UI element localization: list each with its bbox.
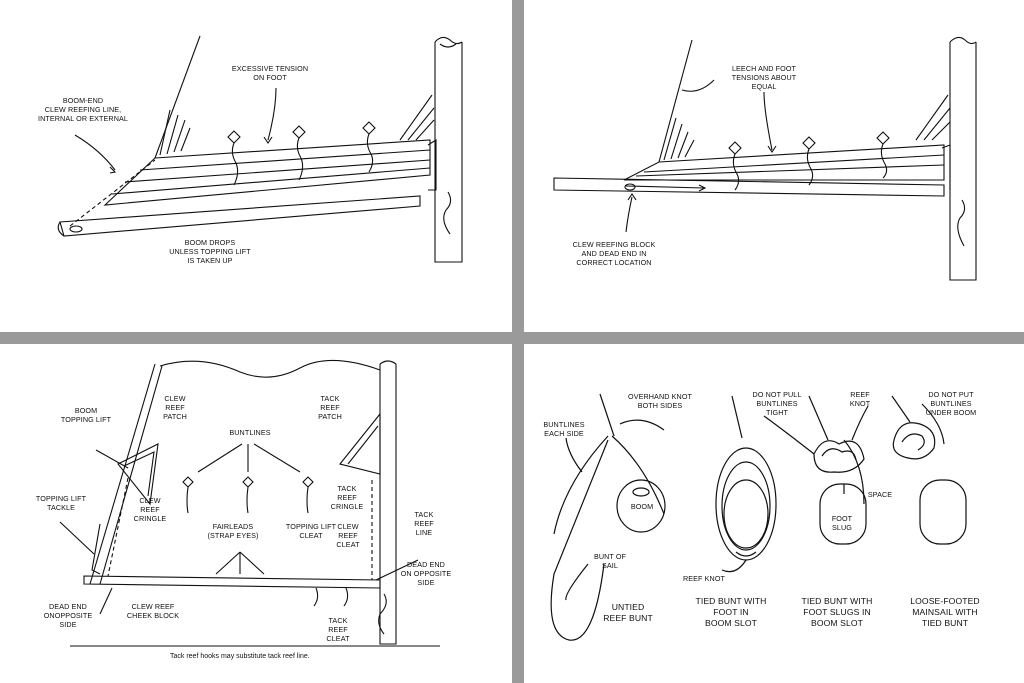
label-bunt-of-sail: BUNT OF SAIL [593,552,627,570]
label-dead-end-right: DEAD END ON OPPOSITE SIDE [400,560,452,587]
caption-tied-bunt-slugs: TIED BUNT WITH FOOT SLUGS IN BOOM SLOT [801,596,873,628]
label-topping-lift-cleat: TOPPING LIFT CLEAT [285,522,337,540]
label-clew-reef-patch: CLEW REEF PATCH [163,394,187,421]
caption-tack-reef-hooks: Tack reef hooks may substitute tack reef… [170,653,310,660]
label-reef-knot-bottom: REEF KNOT [682,574,726,583]
label-fairleads: FAIRLEADS (STRAP EYES) [207,522,259,540]
caption-tied-bunt-foot: TIED BUNT WITH FOOT IN BOOM SLOT [695,596,767,628]
label-tack-reef-patch: TACK REEF PATCH [318,394,342,421]
label-boom: BOOM [630,502,654,511]
label-clew-reefing-block: CLEW REEFING BLOCK AND DEAD END IN CORRE… [572,240,656,267]
label-boom-drops: BOOM DROPS UNLESS TOPPING LIFT IS TAKEN … [169,238,251,265]
equal-tension-drawing [553,36,977,281]
label-topping-lift-tackle: TOPPING LIFT TACKLE [35,494,87,512]
label-leech-foot-tension: LEECH AND FOOT TENSIONS ABOUT EQUAL [731,64,797,91]
label-excessive-tension: EXCESSIVE TENSION ON FOOT [231,64,309,82]
label-foot-slug: FOOT SLUG [831,514,853,532]
label-clew-reef-cringle: CLEW REEF CRINGLE [133,496,167,523]
excessive-tension-drawing [57,35,463,263]
label-tack-reef-cleat: TACK REEF CLEAT [326,616,350,643]
reef-bunt-drawing [550,393,967,641]
panel-excessive-tension: BOOM-END CLEW REEFING LINE, INTERNAL OR … [0,0,512,332]
label-dead-end-left: DEAD END ONOPPOSITE SIDE [43,602,93,629]
label-tack-reef-line: TACK REEF LINE [414,510,434,537]
label-space: SPACE [867,490,893,499]
label-tack-reef-cringle: TACK REEF CRINGLE [330,484,364,511]
panel-reefing-rig: BOOM TOPPING LIFT CLEW REEF PATCH BUNTLI… [0,344,512,683]
panel-equal-tension: LEECH AND FOOT TENSIONS ABOUT EQUAL CLEW… [524,0,1024,332]
label-buntlines: BUNTLINES [229,428,271,437]
label-clew-reef-cheek-block: CLEW REEF CHEEK BLOCK [126,602,180,620]
label-boom-end-clew-reefing-line: BOOM-END CLEW REEFING LINE, INTERNAL OR … [38,96,128,123]
reefing-rig-drawing [59,359,440,647]
caption-loose-footed: LOOSE-FOOTED MAINSAIL WITH TIED BUNT [910,596,980,628]
label-buntlines-each-side: BUNTLINES EACH SIDE [543,420,585,438]
label-clew-reef-cleat: CLEW REEF CLEAT [336,522,360,549]
label-do-not-put: DO NOT PUT BUNTLINES UNDER BOOM [925,390,977,417]
label-boom-topping-lift: BOOM TOPPING LIFT [60,406,112,424]
label-do-not-pull: DO NOT PULL BUNTLINES TIGHT [752,390,802,417]
panel-reef-bunt-ties: BUNTLINES EACH SIDE OVERHAND KNOT BOTH S… [524,344,1024,683]
label-overhand-knot: OVERHAND KNOT BOTH SIDES [628,392,692,410]
caption-untied-reef-bunt: UNTIED REEF BUNT [603,602,653,623]
label-reef-knot-top: REEF KNOT [849,390,871,408]
